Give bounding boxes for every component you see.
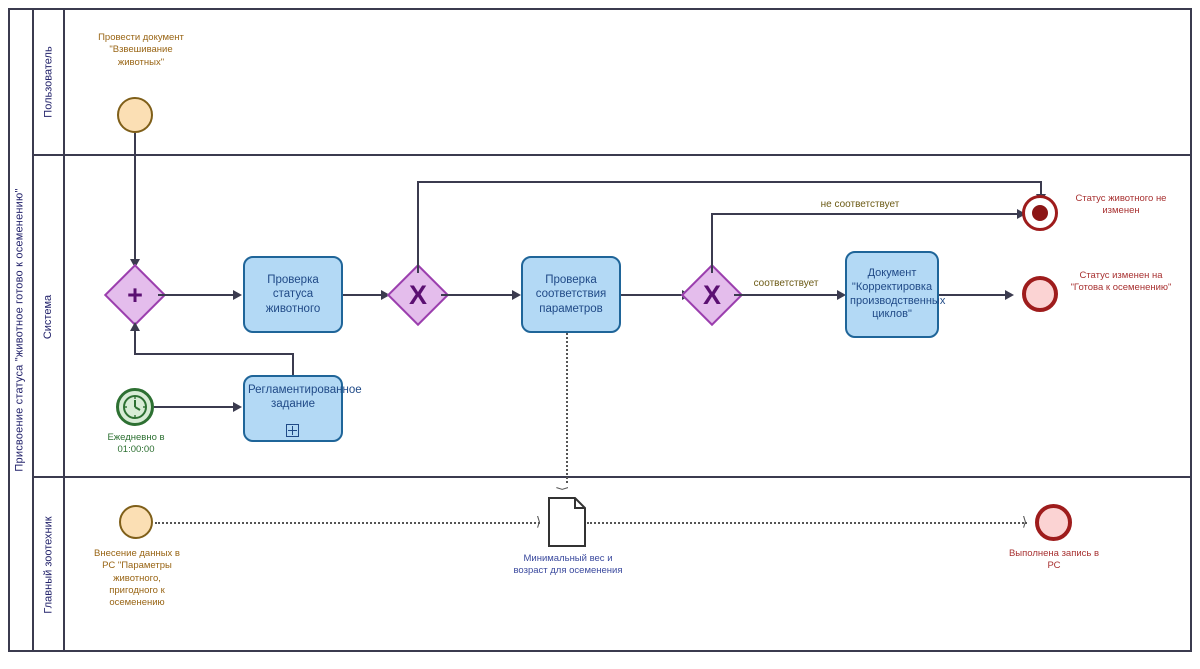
flow-xor1-to-check-params [441, 294, 513, 296]
flow-label-not-match: не соответствует [820, 199, 900, 210]
flow-xor2-to-document [734, 294, 838, 296]
start-event-zootech[interactable] [119, 505, 153, 539]
end-event-record-written-label: Выполнена запись в РС [1008, 548, 1100, 572]
flow-check-params-to-xor2 [621, 294, 683, 296]
timer-start-event-label: Ежедневно в 01:00:00 [107, 432, 165, 456]
flow-document-to-end-changed-arrow [1005, 290, 1014, 300]
flow-xor2-not-match-segment [711, 213, 1018, 215]
start-user-label: Провести документ "Взвешивание животных" [98, 32, 184, 68]
flow-check-status-to-xor1 [343, 294, 383, 296]
end-event-status-changed[interactable] [1022, 276, 1058, 312]
document-icon [548, 497, 586, 547]
flow-xor2-to-document-arrow [837, 290, 846, 300]
flow-scheduled-job-up [292, 353, 294, 375]
timer-start-event[interactable] [116, 388, 154, 426]
end-event-status-changed-label: Статус изменен на "Готова к осеменению" [1070, 270, 1172, 294]
flow-user-to-parallel-arrow [130, 259, 140, 268]
task-document[interactable]: Документ "Корректировка производственных… [845, 251, 946, 338]
exclusive-gateway-2-marker: X [702, 279, 721, 310]
exclusive-gateway-1-marker: X [408, 279, 427, 310]
start-event-zootech-label: Внесение данных в РС "Параметры животног… [94, 548, 180, 609]
end-event-terminate-inner [1029, 202, 1051, 224]
data-object-min-weight-label: Минимальный вес и возраст для осеменения [513, 553, 623, 577]
flow-parallel-to-check-status-arrow [233, 290, 242, 300]
flow-parallel-to-check-status [158, 294, 234, 296]
end-event-status-not-changed-label: Статус животного не изменен [1075, 193, 1167, 217]
lane-zootech-label: Главный зоотехник [42, 516, 55, 614]
lane-user-label: Пользователь [42, 46, 55, 118]
task-check-status[interactable]: Проверка статуса животного [243, 256, 343, 333]
pool-label: Присвоение статуса "животное готово к ос… [8, 8, 34, 652]
association-zootech-to-data-object-arrow: ⟩ [536, 514, 542, 529]
sub-process-marker-icon [286, 424, 299, 437]
association-data-object-to-end-record [587, 522, 1027, 524]
task-scheduled-job-label: Регламентированное задание [248, 384, 362, 411]
task-check-params[interactable]: Проверка соответствия параметров [521, 256, 621, 333]
flow-xor1-to-check-params-arrow [512, 290, 521, 300]
lane-zootech-header: Главный зоотехник [34, 478, 65, 652]
flow-timer-to-scheduled-job-arrow [233, 402, 242, 412]
lane-system [34, 156, 1192, 478]
end-event-status-not-changed[interactable] [1022, 195, 1058, 231]
flow-check-status-to-xor1-arrow [381, 290, 390, 300]
association-check-params-to-data-object [566, 333, 568, 483]
association-data-object-to-end-record-arrow: ⟩ [1022, 514, 1028, 529]
flow-timer-to-scheduled-job [154, 406, 234, 408]
flow-xor1-up-segment [417, 181, 419, 273]
lane-system-header: Система [34, 156, 65, 478]
clock-icon [123, 395, 147, 419]
flow-label-match: соответствует [753, 278, 819, 289]
flow-document-to-end-changed [939, 294, 1006, 296]
start-event-user[interactable] [117, 97, 153, 133]
task-document-label: Документ "Корректировка производственных… [850, 267, 946, 321]
association-check-params-to-data-object-arrow: ⟩ [555, 485, 571, 492]
lane-user-header: Пользователь [34, 8, 65, 156]
lane-user [34, 8, 1192, 156]
flow-xor2-not-match-arrow [1017, 209, 1026, 219]
flow-xor1-top-segment [417, 181, 1042, 183]
data-object-min-weight[interactable] [548, 497, 586, 547]
flow-scheduled-job-left [134, 353, 294, 355]
flow-xor2-up-segment [711, 213, 713, 273]
parallel-gateway-marker: + [127, 279, 143, 310]
task-check-params-label: Проверка соответствия параметров [535, 273, 607, 315]
flow-user-to-parallel [134, 133, 136, 259]
lane-system-label: Система [42, 294, 55, 340]
association-zootech-to-data-object [155, 522, 540, 524]
flow-scheduled-job-to-parallel [134, 331, 136, 353]
end-event-record-written[interactable] [1035, 504, 1072, 541]
task-check-status-label: Проверка статуса животного [265, 273, 321, 315]
flow-scheduled-job-to-parallel-arrow [130, 322, 140, 331]
flow-xor1-down-to-end [1040, 181, 1042, 195]
pool-label-text: Присвоение статуса "животное готово к ос… [14, 188, 26, 472]
